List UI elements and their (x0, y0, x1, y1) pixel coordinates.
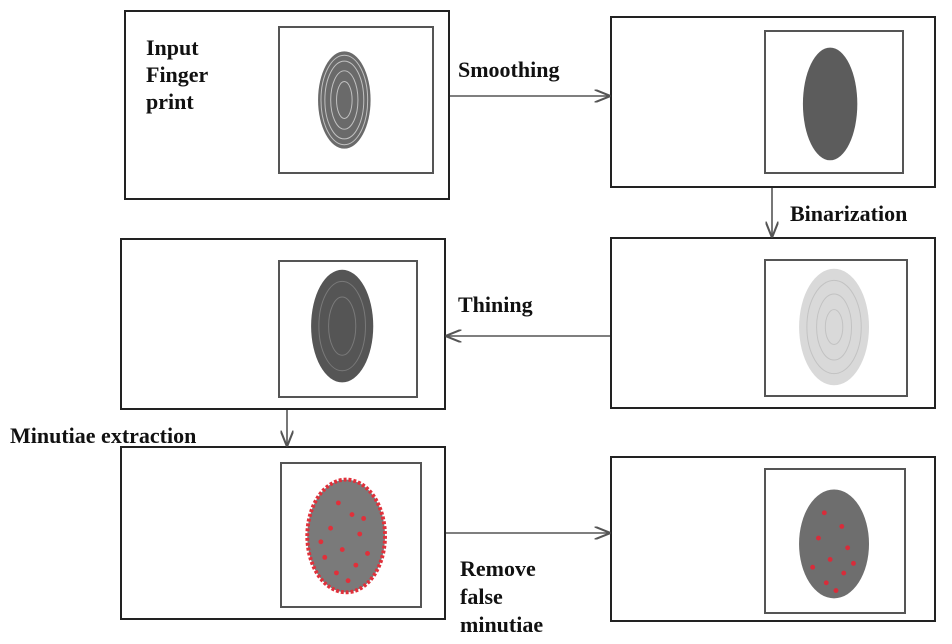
fingerprint-shape (307, 479, 386, 593)
label-remove-false-minutiae: Remove false minutiae (460, 555, 543, 639)
stage-box-cleaned (610, 456, 936, 622)
fingerprint-cleaned-image (799, 489, 870, 599)
fingerprint-input-image (318, 51, 371, 149)
fingerprint-thinned-image (311, 269, 374, 383)
input-fingerprint-title: Input Finger print (146, 34, 208, 115)
input-title-line-1: Input (146, 35, 199, 60)
ridge-lines (320, 54, 369, 146)
label-minutiae-extraction: Minutiae extraction (10, 423, 197, 448)
stage-box-minutiae (120, 446, 446, 620)
remove-line-3: minutiae (460, 612, 544, 637)
stage-box-thinned (120, 238, 446, 410)
fingerprint-shape (318, 51, 371, 149)
stage-box-smoothed (610, 16, 936, 188)
minutiae-markers (318, 500, 370, 584)
fingerprint-shape (799, 268, 870, 386)
minutiae-markers (810, 510, 856, 593)
fingerprint-smoothed-image (802, 47, 858, 161)
fingerprint-shape (311, 269, 374, 383)
image-frame-minutiae (280, 462, 422, 608)
image-frame-input (278, 26, 434, 174)
ridge-lines (806, 279, 862, 375)
image-frame-binarized (764, 259, 908, 397)
fingerprint-shape (799, 489, 870, 599)
ridge-lines (318, 280, 366, 372)
fingerprint-minutiae-image (305, 477, 387, 595)
input-title-line-2: Finger (146, 62, 209, 87)
remove-line-1: Remove (460, 556, 536, 581)
label-thining: Thining (458, 292, 533, 317)
image-frame-smoothed (764, 30, 904, 174)
input-title-line-3: print (146, 89, 194, 114)
stage-box-input: Input Finger print (124, 10, 450, 200)
fingerprint-shape (802, 47, 858, 161)
label-binarization: Binarization (790, 201, 908, 226)
remove-line-2: false (460, 584, 503, 609)
label-smoothing: Smoothing (458, 57, 560, 82)
stage-box-binarized (610, 237, 936, 409)
fingerprint-binarized-image (799, 268, 870, 386)
image-frame-cleaned (764, 468, 906, 614)
image-frame-thinned (278, 260, 418, 398)
